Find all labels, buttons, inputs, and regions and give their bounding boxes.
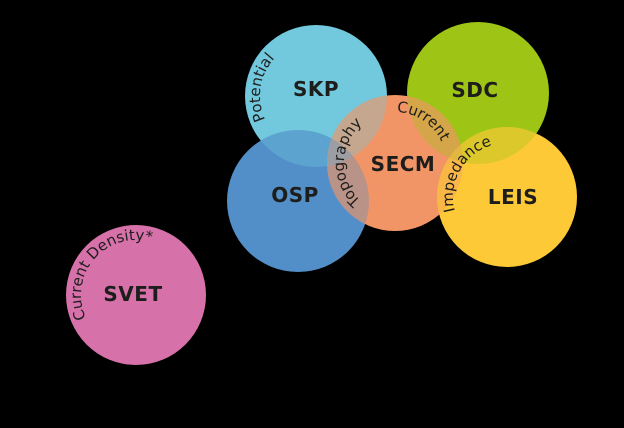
leis-label: LEIS [488,185,538,209]
secm-label: SECM [371,152,436,176]
secm-circle [327,95,463,231]
sdc-label: SDC [451,78,498,102]
sdc-secm-overlap [407,95,463,164]
svet-label: SVET [103,282,162,306]
osp-label: OSP [271,183,319,207]
skp-label: SKP [293,77,339,101]
leis-circle [437,127,577,267]
skp-secm-overlap [327,95,387,167]
svet-circle [66,225,206,365]
osp-secm-overlap [327,130,369,231]
